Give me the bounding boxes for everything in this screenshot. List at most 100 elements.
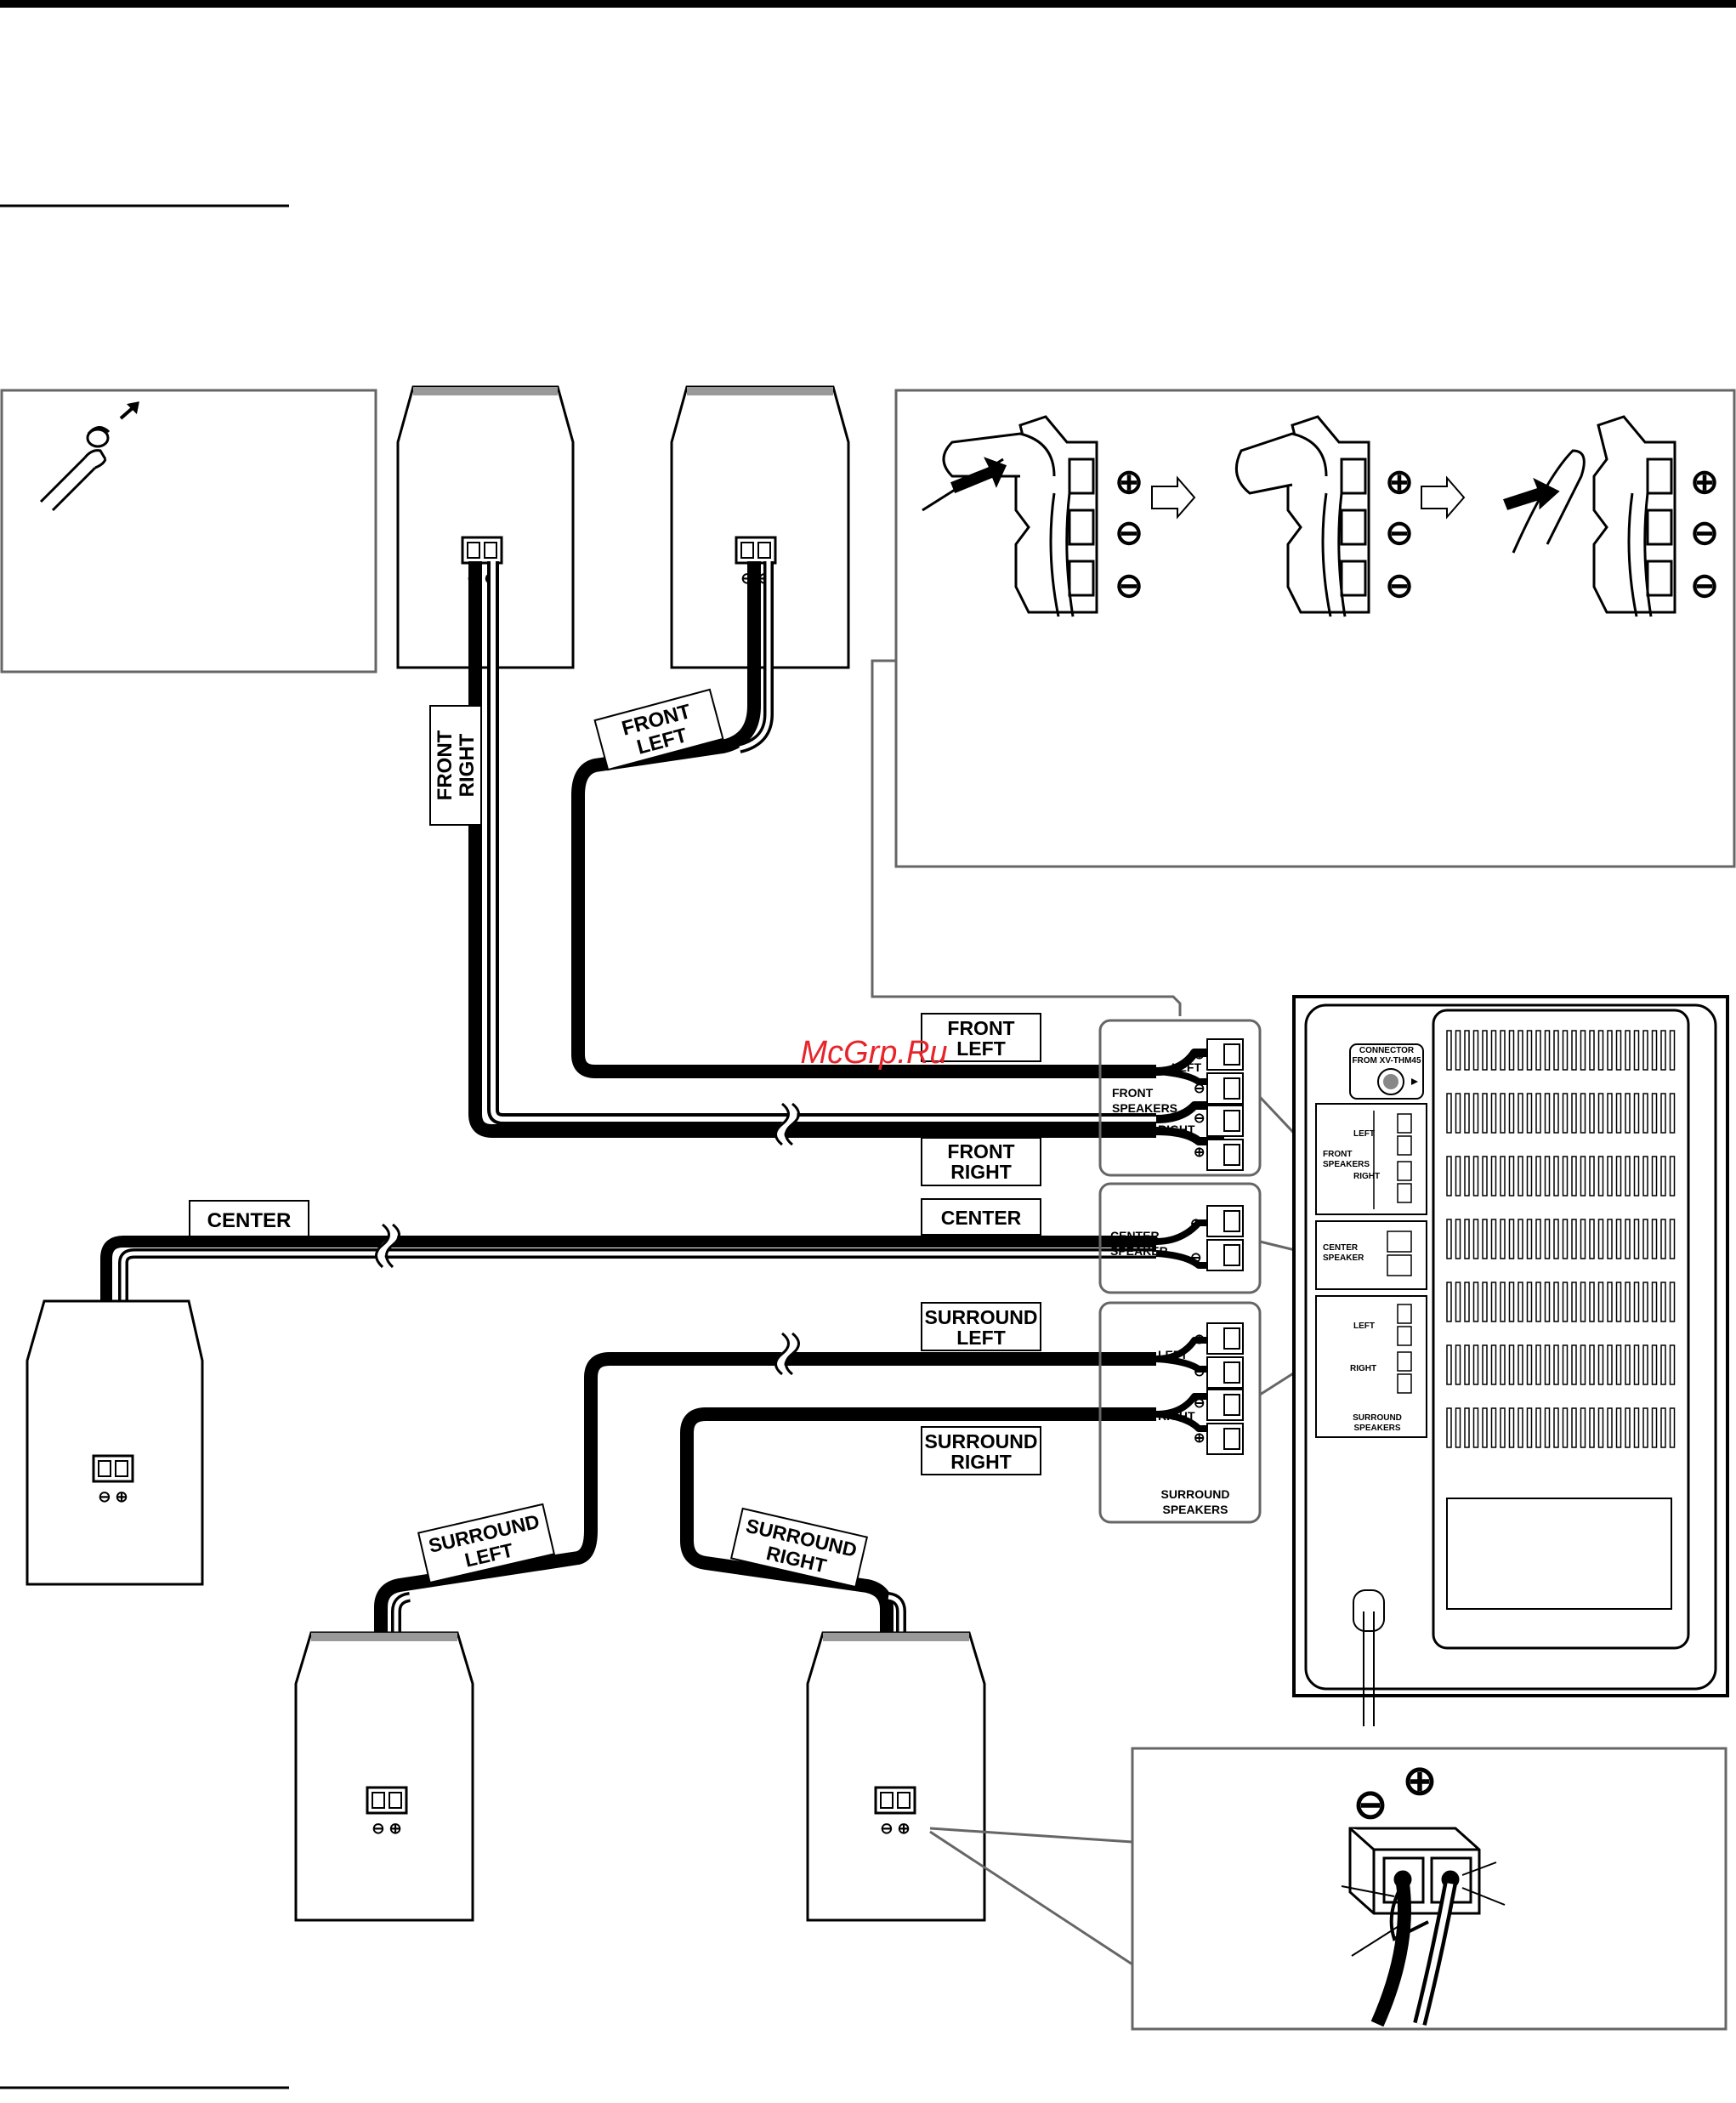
vent-slot [1455,1219,1461,1259]
speaker-terminal-closeup-inset: ⊖ ⊕ [1131,1747,1727,2031]
tp-front-left-plus: ⊕ [1194,1048,1205,1062]
vent-slot [1464,1030,1470,1071]
vent-slot [1455,1156,1461,1196]
vent-slot [1642,1219,1648,1259]
vent-slot [1607,1407,1613,1448]
step3-plus: ⊕ [1690,463,1719,501]
vent-slot [1651,1407,1658,1448]
vent-slot [1669,1219,1676,1259]
tag-front-right-line2: RIGHT [950,1161,1012,1183]
vent-slot [1455,1030,1461,1071]
vent-slot [1472,1282,1479,1322]
vent-slot [1660,1093,1666,1134]
vent-slot [1651,1282,1658,1322]
vent-slot [1580,1219,1586,1259]
vent-slot [1660,1282,1666,1322]
vent-slot [1508,1407,1515,1448]
vent-slot [1526,1344,1533,1385]
tp-center-plus: ⊕ [1190,1217,1201,1231]
vent-slot [1535,1030,1541,1071]
speaker-wires [100,561,1228,1794]
tag-front-left: FRONT LEFT [921,1013,1041,1062]
vent-slot [1625,1219,1631,1259]
vent-slot [1446,1030,1452,1071]
vent-slot [1580,1156,1586,1196]
vent-slot [1544,1344,1551,1385]
step1-minus-1: ⊖ [1115,514,1143,552]
vent-slot [1580,1344,1586,1385]
center-wire [100,1219,1228,1463]
vent-slot [1526,1407,1533,1448]
vent-slot [1580,1407,1586,1448]
vent-slot [1633,1156,1640,1196]
vent-slot [1482,1344,1488,1385]
vent-slot [1615,1282,1622,1322]
vent-slot [1446,1407,1452,1448]
vent-slot [1562,1407,1569,1448]
sub-surround-left-label: LEFT [1353,1321,1375,1331]
vent-slot [1446,1093,1452,1134]
vent-slot [1669,1282,1676,1322]
tp-center-line2: SPEAKER [1110,1244,1168,1258]
vent-slot [1669,1407,1676,1448]
vent-slot [1508,1282,1515,1322]
connector-label-line2: FROM XV-THM45 [1352,1056,1421,1066]
tp-surround-right-label: RIGHT [1158,1409,1195,1423]
sub-surround-line2: SPEAKERS [1353,1424,1400,1433]
closeup-minus: ⊖ [1353,1782,1387,1827]
vent-slot [1660,1156,1666,1196]
vent-slot [1597,1030,1604,1071]
tp-front-speakers-line1: FRONT [1112,1086,1154,1100]
vent-slot [1500,1407,1506,1448]
vent-slot [1580,1282,1586,1322]
terminal-step-2 [1234,415,1370,617]
vent-slot [1607,1219,1613,1259]
vent-slot [1660,1219,1666,1259]
tag-surround-right-line1: SURROUND [925,1430,1038,1452]
vent-slot [1625,1093,1631,1134]
vent-slot [1490,1282,1497,1322]
center-speaker: ⊖ ⊕ [26,1299,204,1586]
vent-slot [1472,1407,1479,1448]
tag-front-left-line1: FRONT [947,1017,1014,1039]
vent-slot [1669,1344,1676,1385]
label-plate [1446,1498,1672,1610]
vent-slot [1589,1156,1595,1196]
vent-slot [1633,1344,1640,1385]
vent-slot [1464,1093,1470,1134]
vent-slot [1464,1219,1470,1259]
vent-slot [1589,1407,1595,1448]
vent-slot [1562,1030,1569,1071]
vent-slot [1597,1344,1604,1385]
tag-center: CENTER [921,1198,1041,1236]
header-rule [0,0,1736,8]
vent-slot [1464,1156,1470,1196]
arrow-step-1 [1151,475,1196,520]
tag-surround-right-line2: RIGHT [950,1451,1012,1473]
vent-slot [1490,1030,1497,1071]
vent-slot [1526,1156,1533,1196]
vent-slot [1482,1407,1488,1448]
tp-surround-right-plus: ⊕ [1194,1431,1205,1446]
vent-slot [1490,1344,1497,1385]
surround-right-wire [680,1393,1224,1794]
vent-slot [1669,1156,1676,1196]
step2-minus-2: ⊖ [1385,567,1414,605]
vent-slot [1544,1219,1551,1259]
wire-break-marks [375,1100,800,1378]
tp-front-right-plus: ⊕ [1194,1145,1205,1160]
vent-slot [1642,1344,1648,1385]
vent-slot [1642,1407,1648,1448]
sub-surround-line1: SURROUND [1353,1413,1402,1423]
vent-slot [1553,1407,1559,1448]
vent-slot [1526,1282,1533,1322]
vent-slot [1607,1282,1613,1322]
tag-center-text: CENTER [941,1207,1022,1229]
vent-slot [1553,1030,1559,1071]
surround-right-speaker: ⊖ ⊕ [806,1631,1133,1966]
vent-slot [1490,1156,1497,1196]
vent-slot [1562,1156,1569,1196]
vent-slot [1518,1219,1523,1259]
vent-slot [1633,1407,1640,1448]
closeup-terminal [1348,1827,1481,1915]
